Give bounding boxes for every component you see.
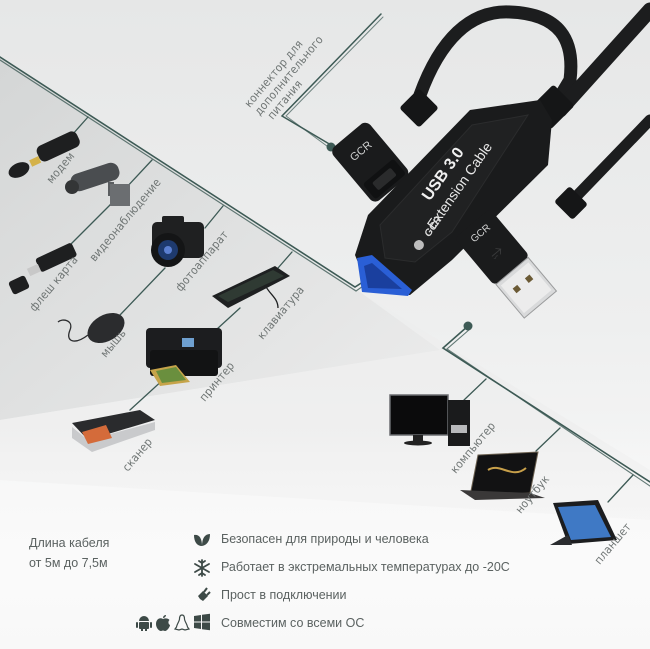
power-connector-line <box>280 13 382 146</box>
flash-card-reader-icon <box>8 243 77 295</box>
cable-length-title: Длина кабеля <box>29 536 110 550</box>
camera-icon <box>151 216 204 267</box>
printer-icon <box>146 328 222 386</box>
security-camera-icon <box>65 162 130 206</box>
scanner-icon <box>72 410 155 452</box>
cable-length-value: от 5м до 7,5м <box>29 556 108 570</box>
desktop-computer-icon <box>389 394 470 446</box>
branch-computer <box>463 378 487 401</box>
branch-modem <box>71 116 89 136</box>
main-right-line <box>441 325 650 483</box>
branch-laptop <box>535 427 561 452</box>
android-icon <box>136 616 152 631</box>
feature-text: Совместим со всеми ОС <box>221 616 365 630</box>
apple-icon <box>156 615 170 631</box>
linux-icon <box>173 614 191 631</box>
usb-modem-icon <box>8 131 80 178</box>
usb-a-male-plug: GCR ⭌ <box>456 210 558 319</box>
cable-length: Длина кабеля от 5м до 7,5м <box>29 533 109 573</box>
feature-text: Работает в экстремальных температурах до… <box>221 560 510 574</box>
power-connector: GCR <box>332 122 409 202</box>
brand-logo-icon <box>413 240 424 251</box>
cable-wires <box>413 2 650 211</box>
feature-text: Безопасен для природы и человека <box>221 532 429 546</box>
feature-text: Прост в подключении <box>221 588 347 602</box>
cable-body: USB 3.0 Extension Cable GCR <box>355 100 552 296</box>
keyboard-icon <box>212 266 290 309</box>
leaf-icon <box>194 534 210 546</box>
windows-icon <box>194 613 210 631</box>
branch-flash <box>69 204 111 246</box>
snowflake-icon <box>194 559 210 577</box>
mouse-icon <box>57 312 125 344</box>
usb-plug-dot <box>463 321 473 331</box>
branch-mouse <box>119 267 166 316</box>
branch-keyboard <box>277 251 293 269</box>
laptop-icon <box>460 451 545 500</box>
branch-tablet <box>607 474 634 503</box>
tablet-icon <box>550 500 617 545</box>
bottom-fade <box>0 430 650 649</box>
branch-photocamera <box>204 205 224 229</box>
plug-icon <box>196 587 211 603</box>
